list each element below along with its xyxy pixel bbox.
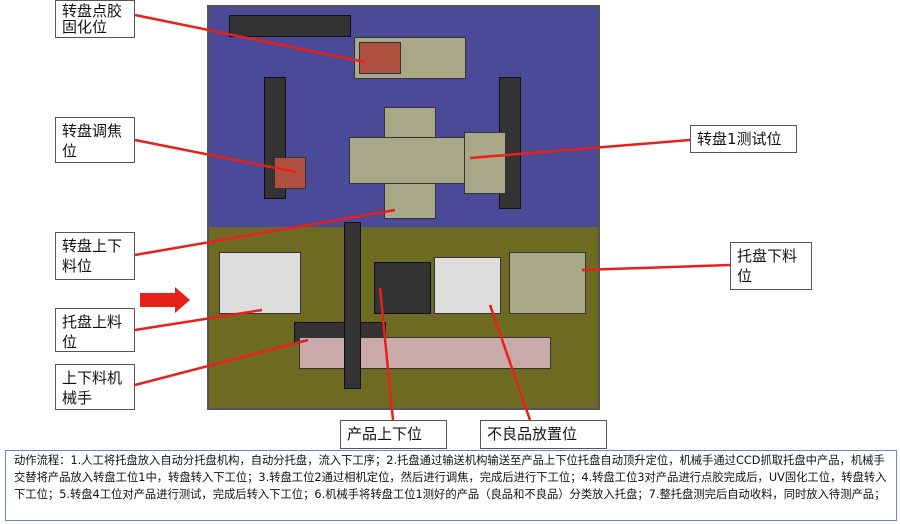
label-tray-load: 托盘上料位 <box>55 308 135 352</box>
label-tray-unload: 托盘下料位 <box>730 242 812 290</box>
test-station <box>464 132 506 194</box>
label-test1: 转盘1测试位 <box>690 125 797 153</box>
dispense-head <box>359 42 401 74</box>
label-turntable-load: 转盘上下料位 <box>55 232 135 280</box>
top-rail <box>229 15 351 37</box>
robot-rail <box>299 337 551 369</box>
machine-layout-drawing <box>207 5 600 410</box>
reject-station <box>434 257 501 314</box>
focus-station <box>274 157 306 189</box>
label-dispense-cure: 转盘点胶固化位 <box>55 0 135 38</box>
turntable-horizontal <box>349 137 471 184</box>
tray-load-station <box>219 252 301 314</box>
flow-arrow-icon <box>140 287 190 313</box>
robot-arm <box>344 222 361 389</box>
label-focus: 转盘调焦位 <box>55 117 135 163</box>
tray-unload-station <box>509 252 586 314</box>
pointer-arrows <box>134 13 731 421</box>
process-description: 动作流程：1.人工将托盘放入自动分托盘机构，自动分托盘，流入下工序；2.托盘通过… <box>5 450 897 521</box>
product-load-station <box>374 262 431 314</box>
label-robot: 上下料机械手 <box>55 364 135 410</box>
label-product-load: 产品上下位 <box>340 420 447 449</box>
label-reject: 不良品放置位 <box>480 420 607 449</box>
